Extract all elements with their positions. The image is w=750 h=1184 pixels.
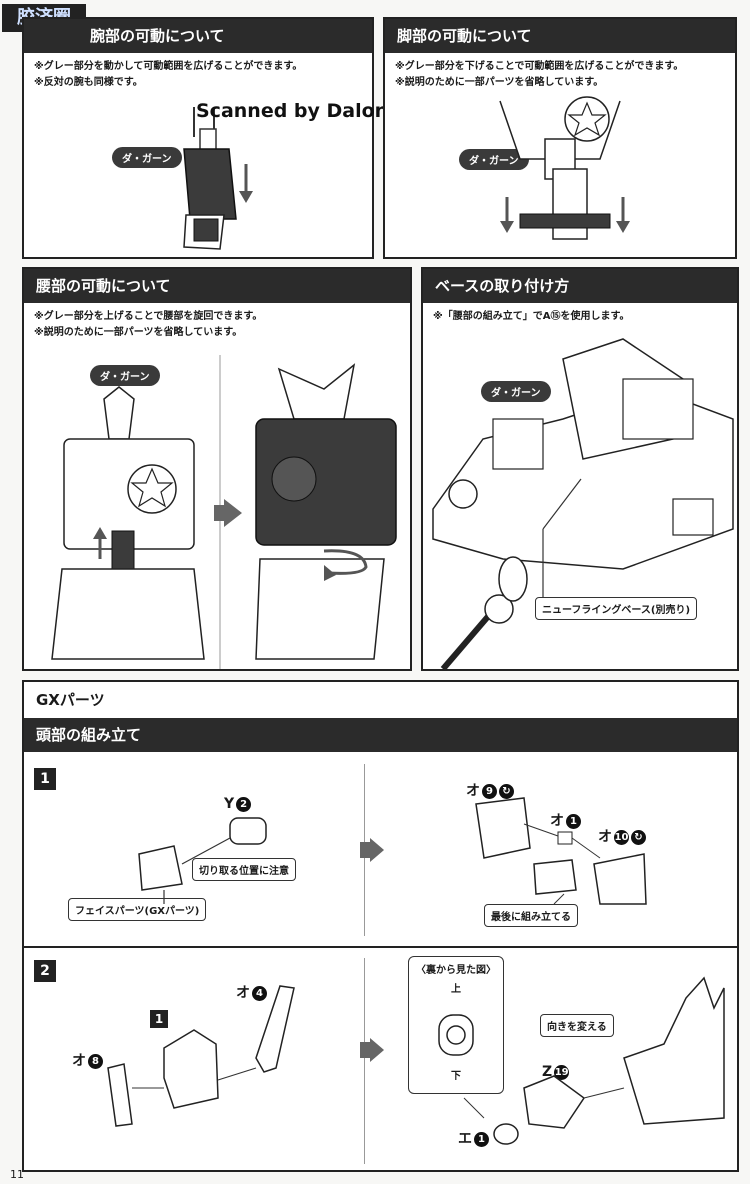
direction-note: 向きを変える [540,1014,614,1037]
step-2-left-illustration [107,985,295,1127]
arms-notes: ※グレー部分を動かして可動範囲を広げることができます。 ※反対の腕も同様です。 [34,61,303,88]
back-view-top: 上 [451,984,461,995]
legs-title: 脚部の可動について [385,19,735,53]
face-parts-label: フェイスパーツ(GXパーツ) [68,898,207,921]
arms-title: 腕部の可動について [24,19,372,53]
back-view-part [438,1014,474,1056]
back-view-label: 〈裏から見た図〉 [416,965,496,976]
last-assemble-note: 最後に組み立てる [484,904,578,927]
cut-note: 切り取る位置に注意 [192,858,296,881]
waist-notes: ※グレー部分を上げることで腰部を旋回できます。 ※説明のために一部パーツを省略し… [34,311,263,338]
base-notes: ※「腰部の組み立て」でA⑮を使用します。 [433,311,630,322]
page-number: 11 [10,1168,24,1181]
waist-illustration [51,355,397,669]
base-tag: ダ・ガーン [481,381,551,402]
gx-title: GXパーツ [24,682,737,718]
gx-subtitle: 頭部の組み立て [24,718,737,752]
waist-title: 腰部の可動について [24,269,410,303]
legs-notes: ※グレー部分を下げることで可動範囲を広げることができます。 ※説明のために一部パ… [395,61,684,88]
rotate-icon: ↻ [499,783,514,799]
base-illustration [432,338,734,671]
waist-tag: ダ・ガーン [90,365,160,386]
legs-panel: 脚部の可動について ※グレー部分を下げることで可動範囲を広げることができます。 … [383,17,737,259]
base-title: ベースの取り付け方 [423,269,737,303]
step-1-number: 1 [34,768,56,790]
step-2-right-illustration [463,976,725,1145]
back-view-box: 〈裏から見た図〉 上 下 [408,956,504,1094]
step-2-number: 2 [34,960,56,982]
leg-illustration [499,96,630,240]
arms-panel: 腕部の可動について ※グレー部分を動かして可動範囲を広げることができます。 ※反… [22,17,374,259]
sub-step-1: 1 [150,1010,168,1028]
step-1-left-illustration [138,817,267,904]
base-panel: ベースの取り付け方 ※「腰部の組み立て」でA⑮を使用します。 ダ・ガーン ニュー… [421,267,739,671]
legs-tag: ダ・ガーン [459,149,529,170]
arms-tag: ダ・ガーン [112,147,182,168]
watermark: Scanned by Dalong.net [196,100,445,122]
rotate-icon: ↻ [631,829,646,845]
back-view-bottom: 下 [451,1071,461,1082]
base-callout: ニューフライングベース(別売り) [535,597,698,620]
arm-illustration [183,107,253,250]
waist-panel: 腰部の可動について ※グレー部分を上げることで腰部を旋回できます。 ※説明のため… [22,267,412,671]
step-1-right-illustration [475,797,647,905]
